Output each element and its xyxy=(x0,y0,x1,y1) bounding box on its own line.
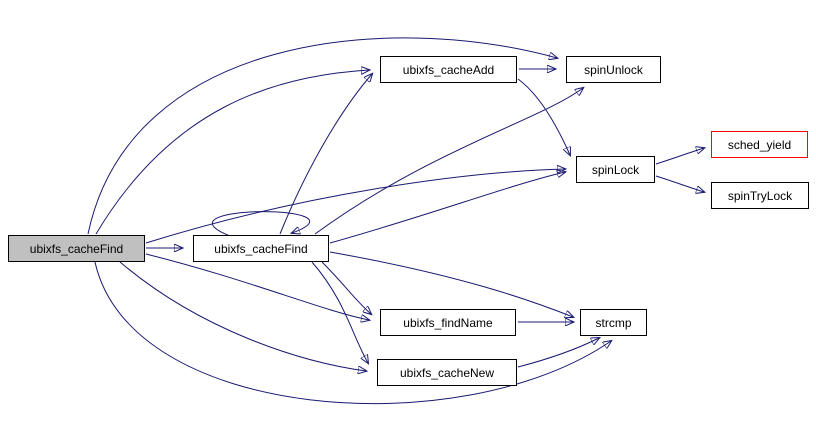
edge-main-to-cacheadd xyxy=(95,70,369,235)
node-strcmp[interactable]: strcmp xyxy=(580,309,647,336)
edge-main-to-cachenew xyxy=(119,261,366,371)
node-spintrylock[interactable]: spinTryLock xyxy=(711,182,809,209)
node-spinunlock[interactable]: spinUnlock xyxy=(566,56,661,83)
edge-cachenew-to-strcmp xyxy=(517,338,599,368)
edge-recursive-to-cacheadd xyxy=(279,74,372,235)
node-ubixfs-cachenew[interactable]: ubixfs_cacheNew xyxy=(377,359,517,386)
edge-main-to-findname xyxy=(145,253,369,320)
node-ubixfs-findname[interactable]: ubixfs_findName xyxy=(380,309,516,336)
edge-recursive-to-spinlock xyxy=(329,172,565,244)
edge-cacheadd-to-spinlock xyxy=(517,78,570,155)
edge-recursive-to-cachenew xyxy=(311,261,368,363)
edge-spinlock-to-schedyield xyxy=(655,148,704,165)
edge-main-to-strcmp xyxy=(94,261,611,405)
edge-spinlock-to-spintrylock xyxy=(655,175,704,192)
edge-main-to-spinlock xyxy=(145,169,565,244)
node-ubixfs-cacheadd[interactable]: ubixfs_cacheAdd xyxy=(380,56,517,83)
node-ubixfs-cachefind-main: ubixfs_cacheFind xyxy=(8,235,145,262)
edge-recursive-to-spinunlock xyxy=(314,88,583,235)
node-ubixfs-cachefind-recursive[interactable]: ubixfs_cacheFind xyxy=(193,235,329,262)
node-spinlock[interactable]: spinLock xyxy=(576,156,655,183)
edge-recursive-to-strcmp xyxy=(329,251,573,317)
edge-main-to-spinunlock xyxy=(87,37,557,235)
node-sched-yield[interactable]: sched_yield xyxy=(711,131,808,158)
edge-recursive-self-loop xyxy=(211,211,311,237)
edge-recursive-to-findname xyxy=(321,261,371,314)
